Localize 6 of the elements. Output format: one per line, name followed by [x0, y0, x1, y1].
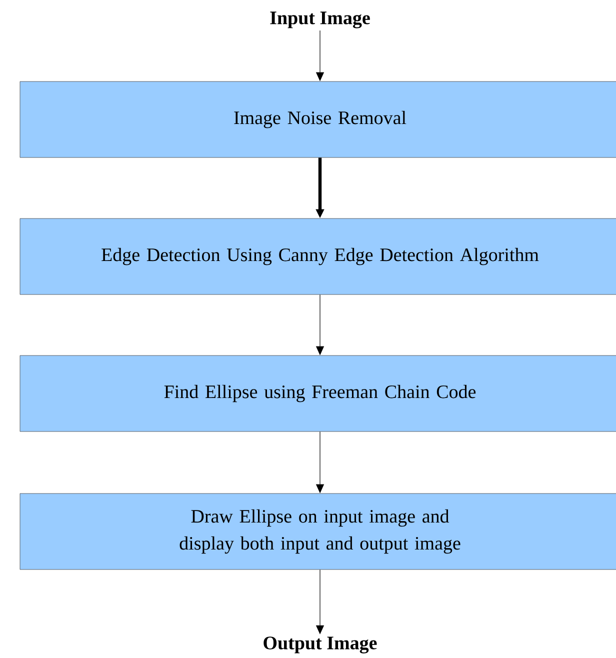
process-box: Draw Ellipse on input image and display both input and output image: [20, 493, 616, 570]
terminal-label: Output Image: [264, 636, 377, 654]
process-box: Find Ellipse using Freeman Chain Code: [20, 355, 616, 432]
process-box: Image Noise Removal: [20, 81, 616, 158]
process-box: Edge Detection Using Canny Edge Detection Algorithm: [20, 218, 616, 295]
terminal-label: Input Image: [270, 12, 370, 28]
